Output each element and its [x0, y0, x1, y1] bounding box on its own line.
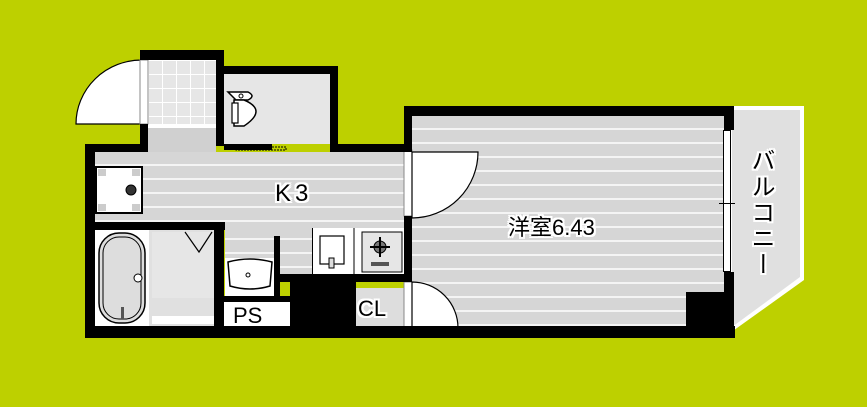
wall: [290, 282, 346, 326]
wall: [330, 66, 338, 152]
kitchen-area: [95, 152, 407, 226]
balcony-window[interactable]: [723, 130, 731, 272]
wall: [338, 144, 410, 152]
closet-label: CL: [358, 296, 387, 321]
western-room: [410, 116, 724, 328]
wall: [85, 144, 95, 338]
balcony-label: バルコニー: [747, 148, 774, 278]
closet: [356, 288, 406, 328]
wall: [85, 326, 735, 338]
wall: [216, 50, 224, 146]
wall: [404, 216, 412, 282]
wall: [280, 274, 410, 282]
kitchen-label: K3: [275, 180, 313, 207]
entrance-step: [148, 124, 216, 152]
wall: [686, 292, 730, 332]
wall: [85, 144, 148, 152]
wall: [724, 106, 734, 130]
western-room-label: 洋室6.43: [508, 215, 595, 240]
window-divider: [719, 203, 735, 204]
pipe-space-label: PS: [233, 303, 263, 328]
entrance-tiles: [148, 60, 216, 124]
wall: [140, 124, 148, 150]
wall: [274, 236, 280, 298]
wall: [140, 50, 224, 60]
wall: [95, 222, 219, 230]
wall: [346, 282, 356, 326]
pipe-space: [224, 298, 290, 328]
wall: [404, 106, 412, 152]
wall: [219, 222, 225, 230]
wall: [224, 144, 272, 150]
wall: [222, 66, 338, 74]
wall: [404, 106, 734, 116]
wall: [224, 296, 290, 302]
wall: [214, 222, 224, 326]
